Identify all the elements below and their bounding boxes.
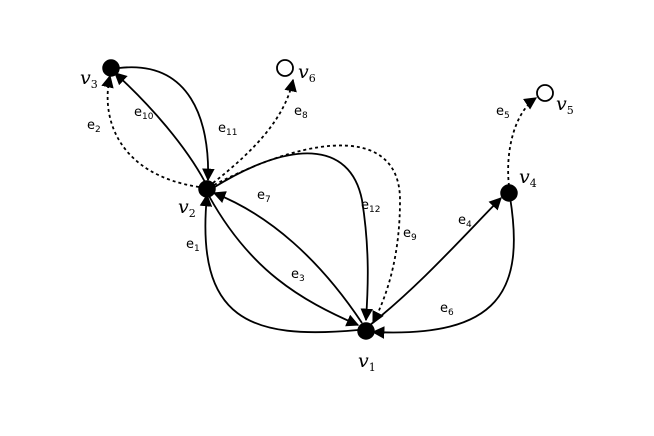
edge-label-e4: e4 xyxy=(458,213,472,230)
edge-e7 xyxy=(212,191,363,324)
edge-label-e9: e9 xyxy=(403,226,417,243)
vertex-label-v3: v3 xyxy=(80,67,98,91)
edge-label-e8: e8 xyxy=(294,104,308,121)
edge-label-e1: e1 xyxy=(186,237,200,254)
edge-e6 xyxy=(371,196,515,339)
edge-e11 xyxy=(118,66,215,182)
edge-label-e2: e2 xyxy=(87,118,101,135)
vertex-label-v4: v4 xyxy=(519,166,537,190)
edge-e4 xyxy=(369,197,502,326)
vertex-label-v1: v1 xyxy=(358,350,376,374)
edge-e1 xyxy=(199,193,359,334)
vertex-label-v2: v2 xyxy=(178,196,196,220)
edge-label-e12: e12 xyxy=(361,198,380,215)
edge-e3 xyxy=(208,195,360,327)
edge-e12 xyxy=(212,152,374,322)
vertex-v2 xyxy=(198,180,216,198)
edge-label-e3: e3 xyxy=(291,267,305,284)
vertex-v6 xyxy=(276,59,294,77)
edge-label-e10: e10 xyxy=(134,105,154,122)
vertex-label-v6: v6 xyxy=(298,61,316,85)
vertex-v1 xyxy=(357,322,375,340)
vertex-v3 xyxy=(102,59,120,77)
edge-e10 xyxy=(114,72,206,183)
edge-e8 xyxy=(212,78,297,184)
edge-label-e5: e5 xyxy=(496,104,510,121)
edge-label-e6: e6 xyxy=(440,301,454,318)
edge-label-e11: e11 xyxy=(218,121,237,138)
vertex-label-v5: v5 xyxy=(556,93,574,117)
edge-label-e7: e7 xyxy=(257,188,271,205)
vertex-v4 xyxy=(500,184,518,202)
vertex-v5 xyxy=(536,84,554,102)
edge-e2 xyxy=(101,74,200,188)
